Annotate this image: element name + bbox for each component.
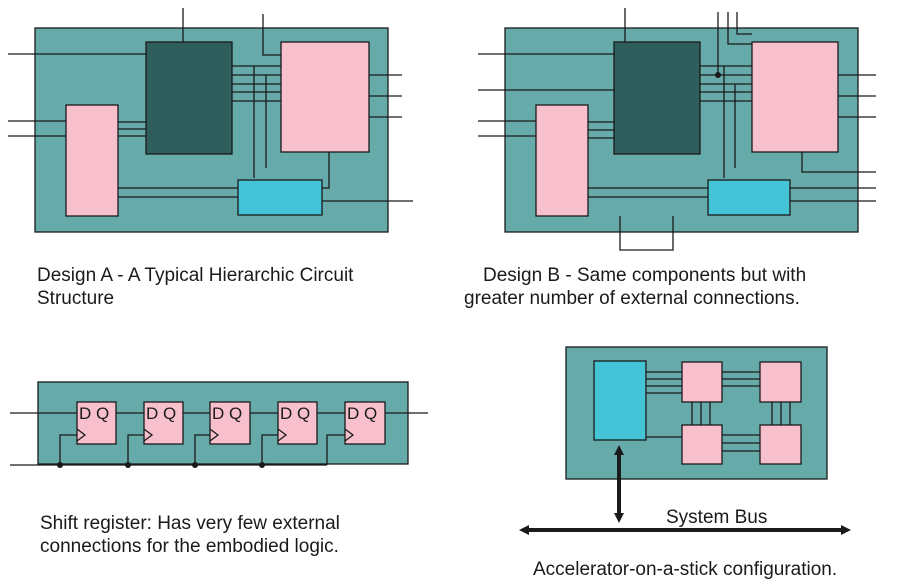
- design-a-dark-block: [145, 41, 233, 155]
- clock-triangle: [76, 428, 87, 442]
- shift-register-junction: [125, 462, 131, 468]
- design-a-wire: [35, 120, 66, 137]
- flipflop-2-box: [143, 401, 184, 445]
- flipflop-5-box: [344, 401, 386, 445]
- design-b-pink-block-left: [535, 104, 589, 217]
- design-b-caption-line2: greater number of external connections.: [464, 288, 800, 309]
- design-b-wire: [588, 187, 708, 198]
- flipflop-3-box: [209, 401, 251, 445]
- flipflop-label: D Q: [280, 404, 310, 423]
- clock-triangle: [209, 428, 220, 442]
- flipflop-1-box: [76, 401, 117, 445]
- flipflop-3: D Q: [209, 401, 251, 445]
- accelerator-pink-block: [681, 361, 723, 403]
- clock-triangle: [143, 428, 154, 442]
- design-b-wire: [801, 152, 876, 173]
- flipflop-label: D Q: [347, 404, 377, 423]
- system-bus-label: System Bus: [666, 507, 767, 528]
- shift-register-diagram: D Q D Q D Q D Q D Q: [10, 381, 428, 468]
- design-b-wire: [790, 187, 876, 202]
- shift-register-clock-taps: [59, 434, 345, 465]
- design-b-dark-block: [613, 41, 701, 155]
- flipflop-1: D Q: [76, 401, 117, 445]
- design-b-wire: [727, 12, 752, 45]
- design-a-cyan-block: [237, 179, 323, 216]
- design-a-wire: [118, 121, 146, 137]
- design-a-wire: [369, 74, 402, 118]
- design-b-wire: [588, 121, 614, 139]
- design-a-wire: [262, 14, 281, 56]
- flipflop-2: D Q: [143, 401, 184, 445]
- accelerator-wire: [722, 434, 760, 452]
- flipflop-label: D Q: [146, 404, 176, 423]
- shift-register-junction: [57, 462, 63, 468]
- design-a-caption-line2: Structure: [37, 288, 115, 309]
- accelerator-pink-block: [759, 361, 802, 403]
- shift-register-junction: [192, 462, 198, 468]
- design-b-junction: [715, 72, 721, 78]
- flipflop-5: D Q: [344, 401, 386, 445]
- design-a-wire: [253, 66, 267, 178]
- shift-register-caption-line2: connections for the embodied logic.: [40, 536, 339, 557]
- design-a-wire: [118, 187, 238, 198]
- flipflop-label: D Q: [212, 404, 242, 423]
- clock-triangle: [344, 428, 355, 442]
- accelerator-pink-block: [759, 424, 802, 465]
- flipflop-4: D Q: [277, 401, 318, 445]
- design-b-pink-block-right: [751, 41, 839, 153]
- accelerator-diagram: System Bus: [519, 346, 851, 535]
- accelerator-wire: [646, 371, 682, 394]
- accelerator-wire: [691, 402, 711, 425]
- design-b-wire-loop: [619, 216, 674, 251]
- design-a-wire: [8, 120, 35, 137]
- design-a-pink-block-right: [280, 41, 370, 153]
- accelerator-wire: [722, 371, 760, 387]
- flipflop-4-box: [277, 401, 318, 445]
- design-a-pink-block-left: [65, 104, 119, 217]
- design-a-wire: [322, 152, 330, 189]
- design-b-wire: [838, 74, 876, 118]
- accelerator-pink-block: [681, 424, 723, 465]
- clock-triangle: [277, 428, 288, 442]
- design-b-wire: [478, 89, 536, 137]
- accelerator-wire: [771, 402, 791, 425]
- accelerator-caption: Accelerator-on-a-stick configuration.: [533, 559, 838, 580]
- design-a-wire: [232, 65, 281, 102]
- shift-register-caption-line1: Shift register: Has very few external: [40, 513, 340, 534]
- design-b-wire: [700, 65, 752, 102]
- design-b-wire: [723, 66, 736, 178]
- accelerator-cyan-block: [593, 360, 647, 441]
- design-b-diagram: [478, 8, 876, 251]
- design-b-caption-line1: Design B - Same components but with: [483, 265, 807, 286]
- design-a-diagram: [8, 8, 413, 233]
- flipflop-label: D Q: [79, 404, 109, 423]
- design-b-cyan-block: [707, 179, 791, 216]
- shift-register-junction: [259, 462, 265, 468]
- design-b-wire: [736, 12, 752, 35]
- design-a-caption-line1: Design A - A Typical Hierarchic Circuit: [37, 265, 354, 286]
